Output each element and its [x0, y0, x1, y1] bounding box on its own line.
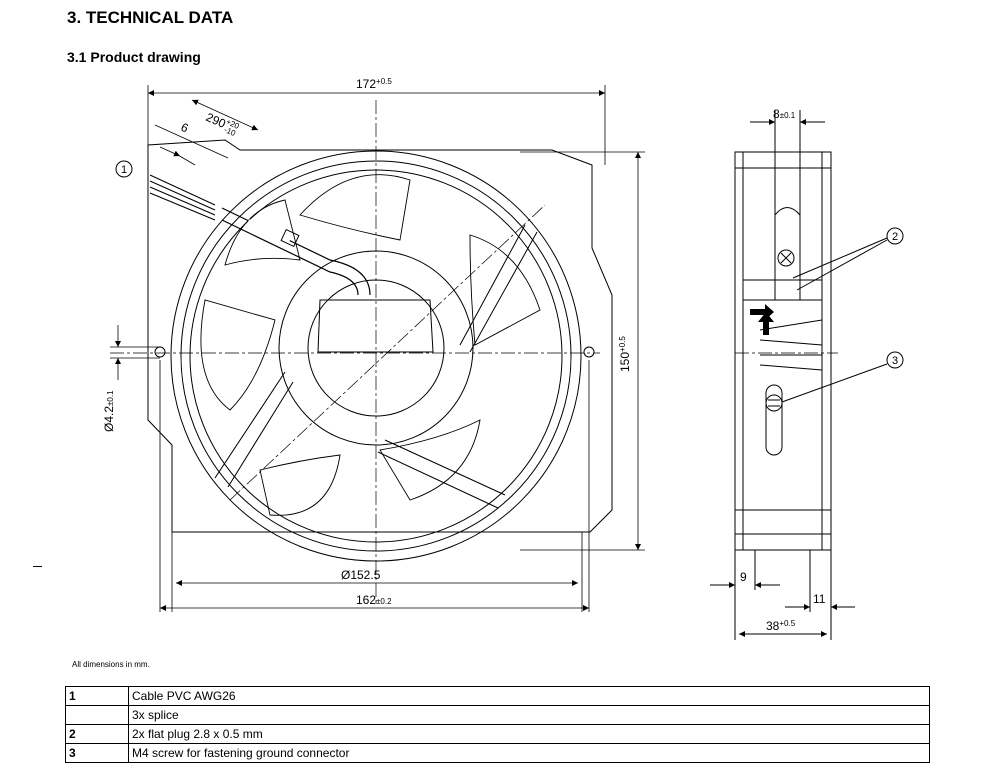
- center-lines: [110, 100, 600, 605]
- front-dimensions: [110, 85, 645, 612]
- legend-number: 2: [65, 724, 129, 744]
- side-outline: [734, 151, 832, 551]
- callout-2: [886, 227, 904, 245]
- legend-text: 2x flat plug 2.8 x 0.5 mm: [128, 724, 930, 744]
- legend-text: Cable PVC AWG26: [128, 686, 930, 706]
- dim-hole-diameter: Ø4.2±0.1: [102, 390, 116, 432]
- callout-3: [886, 351, 904, 369]
- table-row: 1 Cable PVC AWG26: [65, 686, 930, 706]
- legend-table: 1 Cable PVC AWG26 3x splice 2 2x flat pl…: [65, 686, 930, 763]
- cable-splice: [280, 228, 300, 248]
- dim-venturi-diameter: Ø152.5: [341, 568, 381, 582]
- callout-2-label: 2: [892, 231, 898, 243]
- cable-channel: [221, 207, 371, 296]
- fan-blades: [200, 174, 541, 516]
- rotation-arrow-icon: [758, 312, 774, 335]
- mounting-hole-left: [154, 346, 166, 358]
- subsection-title: 3.1 Product drawing: [67, 49, 201, 65]
- ground-screw: [765, 394, 783, 412]
- mounting-hole-right: [583, 346, 595, 358]
- legend-number: 1: [65, 686, 129, 706]
- dim-depth: 38+0.5: [766, 619, 796, 633]
- section-title: 3. TECHNICAL DATA: [67, 8, 234, 27]
- wire-leads: [149, 174, 216, 221]
- dim-plug-width: 8±0.1: [773, 107, 796, 121]
- dim-side-11: 11: [813, 592, 826, 606]
- side-view: [710, 110, 904, 640]
- legend-number: [65, 705, 129, 725]
- ground-screw-slot: [765, 384, 783, 456]
- plug-screw: [777, 249, 795, 267]
- dimension-note: All dimensions in mm.: [72, 660, 150, 669]
- legend-text: M4 screw for fastening ground connector: [128, 743, 930, 763]
- dim-hole-pitch: 162±0.2: [356, 593, 392, 607]
- housing-struts: [214, 224, 538, 509]
- hub-label-recess: [317, 299, 434, 353]
- housing-outline: [147, 139, 613, 533]
- callout-1-label: 1: [121, 164, 127, 176]
- dim-side-9: 9: [740, 570, 747, 584]
- callout-3-label: 3: [892, 355, 898, 367]
- dim-height: 150+0.5: [618, 336, 632, 372]
- product-drawing: 1 172+0.5 Ø152.5 162±0.2 150+0.5 Ø4.2±0.…: [102, 77, 904, 640]
- dim-strip-length: 6: [179, 120, 191, 136]
- front-view: [110, 100, 613, 605]
- legend-text: 3x splice: [128, 705, 930, 725]
- table-row: 3 M4 screw for fastening ground connecto…: [65, 743, 930, 763]
- table-row: 2 2x flat plug 2.8 x 0.5 mm: [65, 724, 930, 744]
- callout-1: [115, 160, 133, 178]
- table-row: 3x splice: [65, 705, 930, 725]
- margin-mark: [33, 566, 42, 567]
- legend-number: 3: [65, 743, 129, 763]
- dim-width: 172+0.5: [356, 77, 392, 91]
